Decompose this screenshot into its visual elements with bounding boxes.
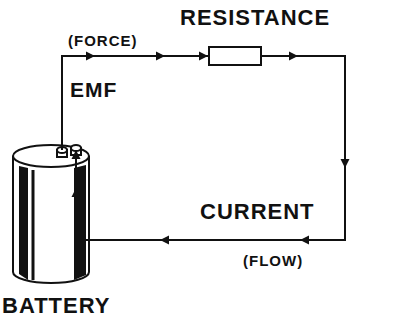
circuit-wire [62, 52, 208, 151]
wire-line [62, 56, 208, 150]
arrow-head [199, 52, 208, 61]
force-label: (FORCE) [68, 33, 138, 48]
flow-arrow [86, 52, 95, 61]
flow-arrow [160, 236, 169, 245]
flow-arrow [341, 159, 350, 168]
battery-node: BATTERY [10, 150, 128, 322]
resistance-heading: RESISTANCE [180, 7, 330, 29]
battery-cylinder [13, 145, 89, 283]
resistor-box: RESISTANCE [208, 46, 262, 66]
flow-arrow [300, 236, 309, 245]
flow-arrow [72, 188, 81, 197]
emf-label: EMF [70, 79, 117, 100]
flow-arrow [289, 52, 298, 61]
current-label: CURRENT [200, 201, 315, 223]
battery-label: BATTERY [2, 295, 110, 317]
arrow-head [72, 150, 81, 159]
flow-label: (FLOW) [243, 253, 303, 268]
flow-arrow [156, 52, 165, 61]
